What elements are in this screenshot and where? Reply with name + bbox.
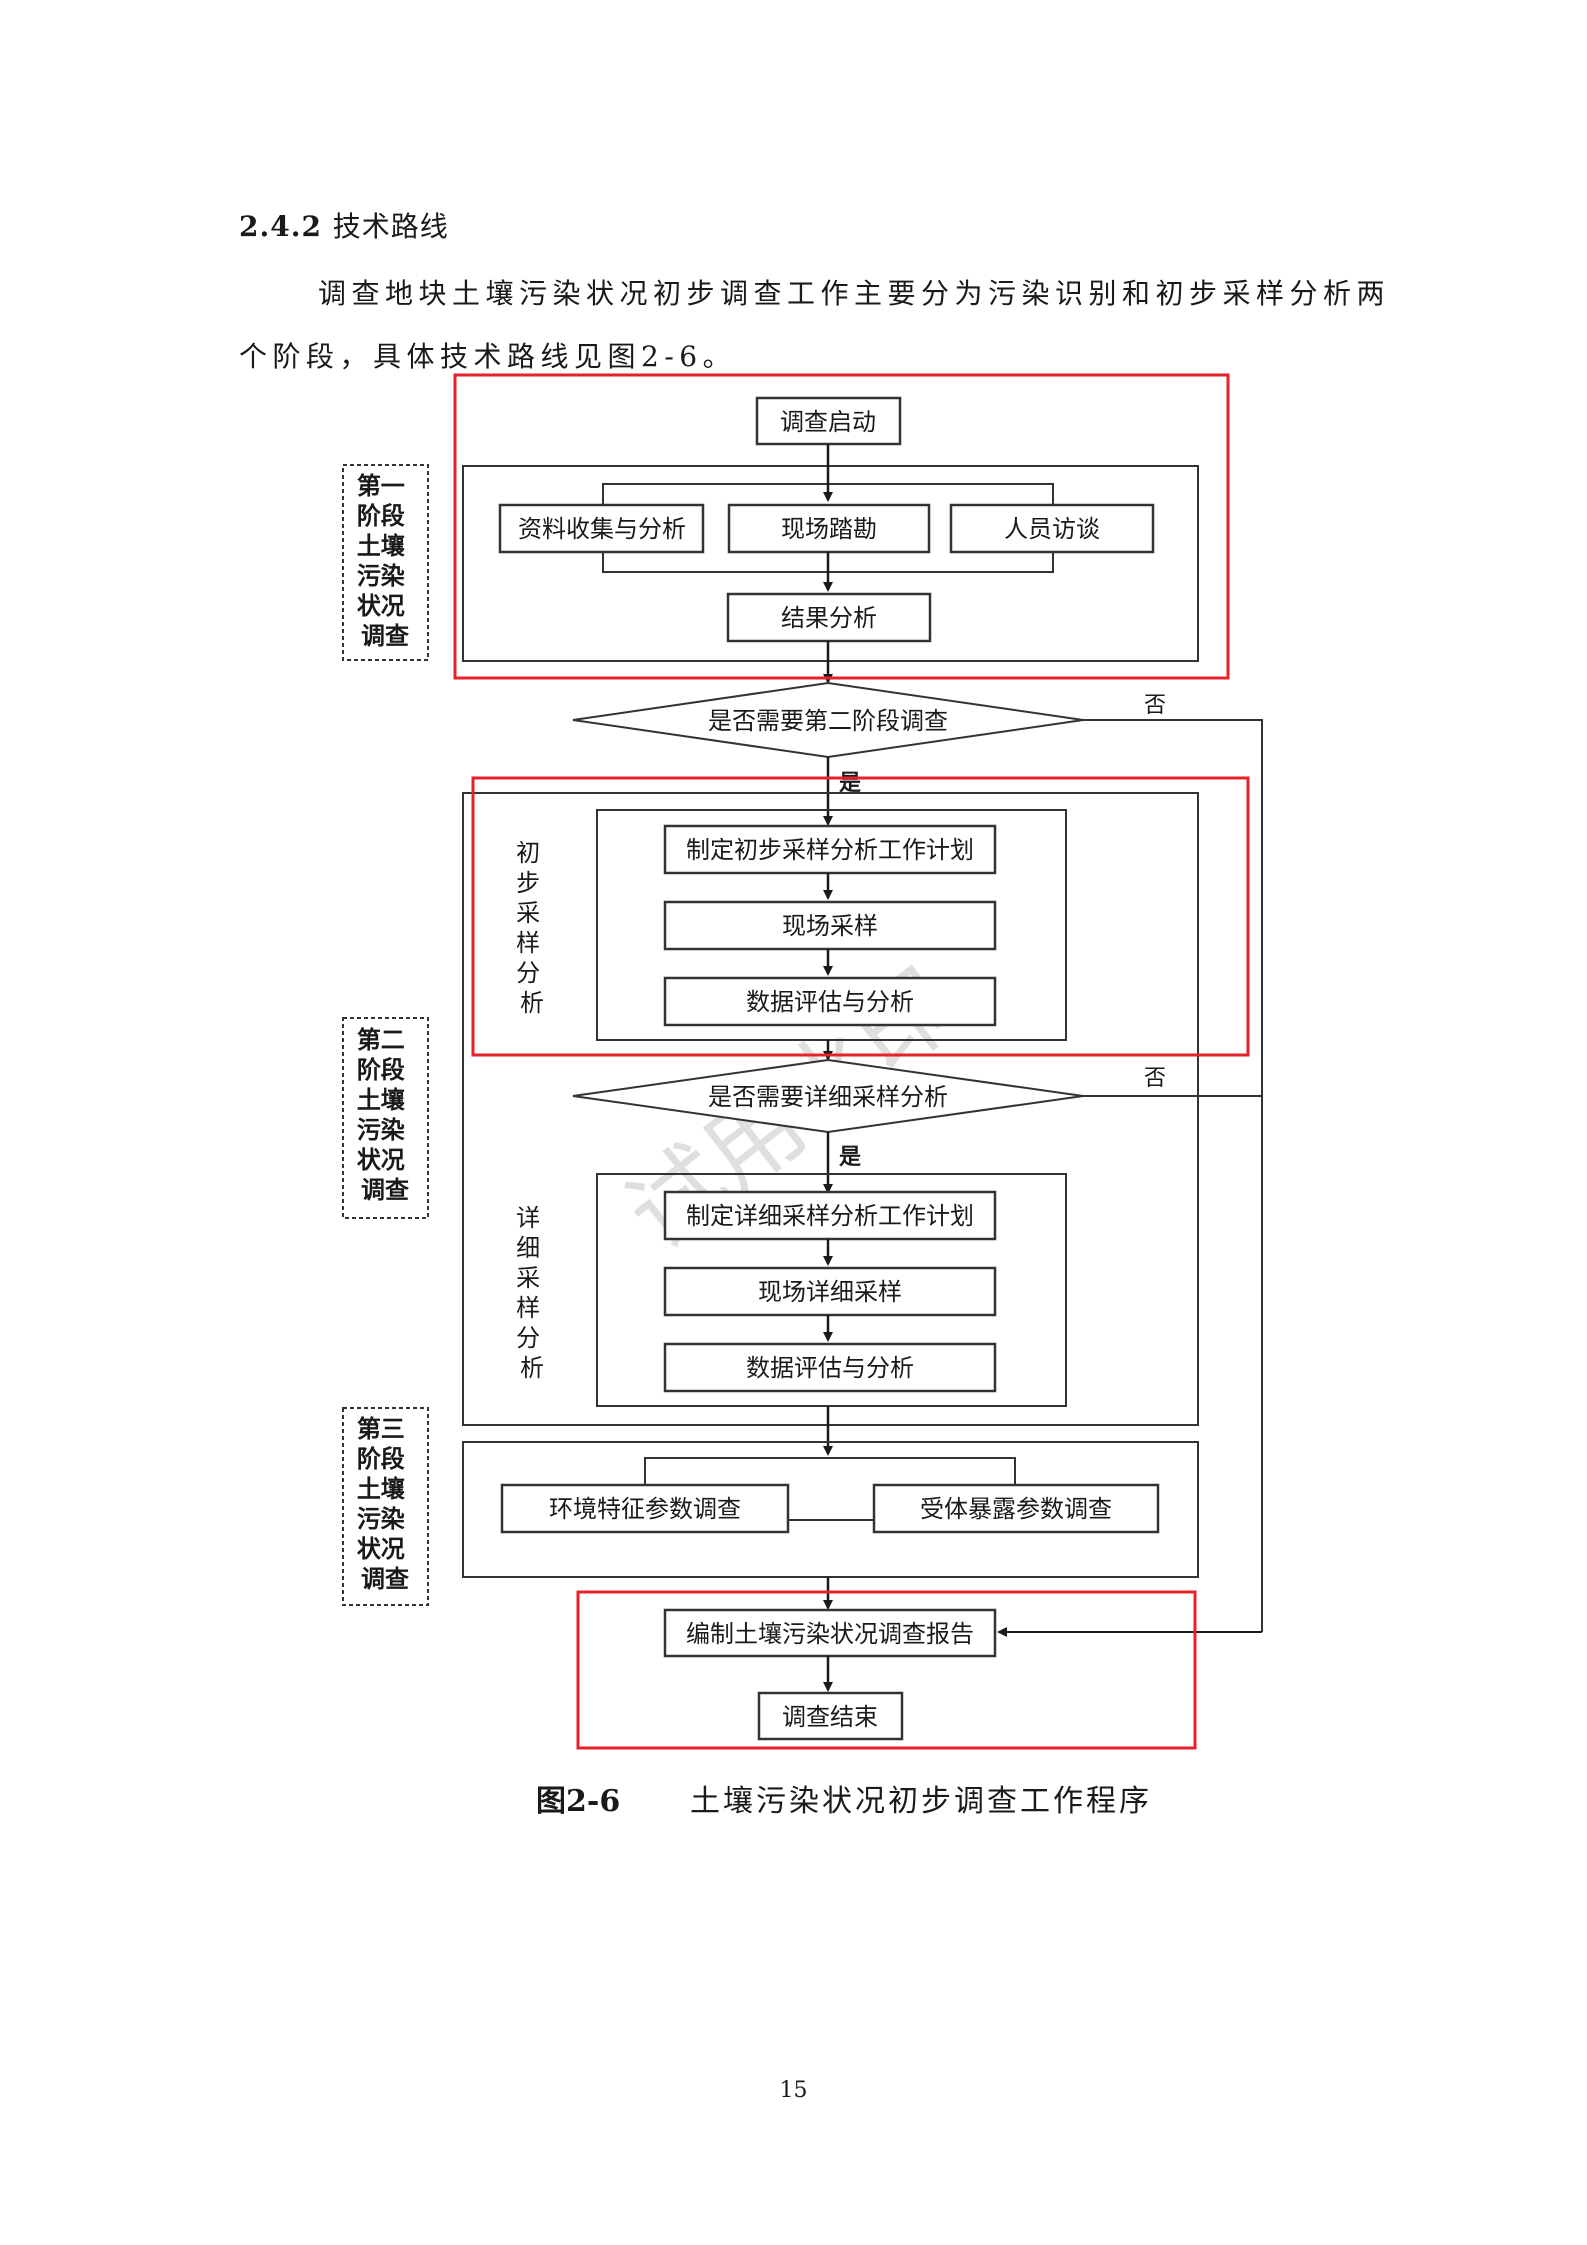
survey-node: 现场踏勘 (727, 503, 931, 554)
figure-number: 图2-6 (536, 1784, 621, 1819)
section-heading: 2.4.2 技术路线 (239, 205, 449, 245)
svg-text:制定详细采样分析工作计划: 制定详细采样分析工作计划 (686, 1202, 974, 1230)
highlight-stage1 (453, 373, 1230, 680)
figure-caption: 图2-6 (536, 1776, 620, 1820)
result-node: 结果分析 (726, 592, 932, 643)
stage1-container (462, 465, 1199, 662)
section-title: 技术路线 (332, 210, 449, 243)
svg-text:现场踏勘: 现场踏勘 (781, 515, 877, 543)
decision2-no-label: 否 (1144, 1066, 1166, 1091)
svg-text:第一 阶段 土壤 污染: 第一 阶段 土壤 污染 状况 调查 (357, 471, 413, 650)
receptor-params-node: 受体暴露参数调查 (872, 1483, 1160, 1534)
detail-group (596, 1173, 1067, 1407)
prelim-sampling-node: 现场采样 (663, 900, 997, 951)
stage3-label-box: 第三 阶段 土壤 污染 状况 调查 (342, 1407, 429, 1606)
decision2-node: 是否需要详细采样分析 (572, 1058, 1084, 1134)
svg-text:制定初步采样分析工作计划: 制定初步采样分析工作计划 (686, 836, 974, 864)
detail-side-label: 详 细 采 样 分 析 (516, 1204, 548, 1382)
svg-text:数据评估与分析: 数据评估与分析 (746, 988, 914, 1016)
prelim-eval-node: 数据评估与分析 (663, 976, 997, 1027)
figure-title: 土壤污染状况初步调查工作程序 (690, 1784, 1152, 1819)
end-node: 调查结束 (757, 1691, 904, 1741)
prelim-group (596, 809, 1067, 1041)
svg-text:是否需要详细采样分析: 是否需要详细采样分析 (708, 1083, 948, 1111)
highlight-prelim (471, 776, 1250, 1057)
decision1-no-label: 否 (1144, 693, 1166, 718)
paragraph-line-2: 个阶段，具体技术路线见图2-6。 (239, 340, 737, 373)
stage3-container (462, 1441, 1199, 1578)
page-number: 15 (779, 2078, 808, 2103)
svg-text:第二 阶段 土壤 污染: 第二 阶段 土壤 污染 状况 调查 (357, 1025, 413, 1204)
svg-text:结果分析: 结果分析 (781, 604, 877, 632)
prelim-side-label: 初 步 采 样 分 析 (516, 839, 548, 1017)
svg-text:人员访谈: 人员访谈 (1004, 515, 1100, 543)
flowchart: 试用水印 第一 阶段 土壤 污染 状况 调查 第二 阶段 土壤 污染 状况 调查… (342, 373, 1263, 1750)
svg-text:是否需要第二阶段调查: 是否需要第二阶段调查 (708, 707, 948, 735)
decision1-node: 是否需要第二阶段调查 (572, 681, 1084, 759)
decision2-yes-label: 是 (839, 1144, 861, 1170)
interview-node: 人员访谈 (949, 503, 1155, 554)
detail-plan-node: 制定详细采样分析工作计划 (663, 1190, 997, 1241)
svg-text:数据评估与分析: 数据评估与分析 (746, 1354, 914, 1382)
stage1-label-box: 第一 阶段 土壤 污染 状况 调查 (342, 464, 429, 661)
start-node: 调查启动 (755, 396, 902, 446)
svg-text:调查启动: 调查启动 (780, 408, 876, 436)
svg-text:受体暴露参数调查: 受体暴露参数调查 (920, 1495, 1112, 1523)
section-number: 2.4.2 (239, 210, 322, 243)
svg-text:资料收集与分析: 资料收集与分析 (518, 515, 686, 543)
stage2-label-box: 第二 阶段 土壤 污染 状况 调查 (342, 1017, 429, 1219)
highlight-report (576, 1590, 1197, 1750)
svg-text:现场详细采样: 现场详细采样 (758, 1278, 902, 1306)
prelim-plan-node: 制定初步采样分析工作计划 (663, 824, 997, 875)
svg-text:现场采样: 现场采样 (782, 912, 878, 940)
stage2-container (462, 792, 1199, 1426)
svg-text:第三 阶段 土壤 污染: 第三 阶段 土壤 污染 状况 调查 (357, 1414, 413, 1593)
svg-text:调查结束: 调查结束 (782, 1703, 878, 1731)
detail-eval-node: 数据评估与分析 (663, 1342, 997, 1393)
detail-sampling-node: 现场详细采样 (663, 1266, 997, 1317)
svg-text:环境特征参数调查: 环境特征参数调查 (549, 1495, 741, 1523)
report-node: 编制土壤污染状况调查报告 (663, 1608, 997, 1658)
paragraph-line-1: 调查地块土壤污染状况初步调查工作主要分为污染识别和初步采样分析两 (318, 277, 1391, 310)
svg-text:编制土壤污染状况调查报告: 编制土壤污染状况调查报告 (686, 1620, 974, 1648)
env-params-node: 环境特征参数调查 (500, 1483, 790, 1534)
collect-node: 资料收集与分析 (498, 503, 705, 554)
